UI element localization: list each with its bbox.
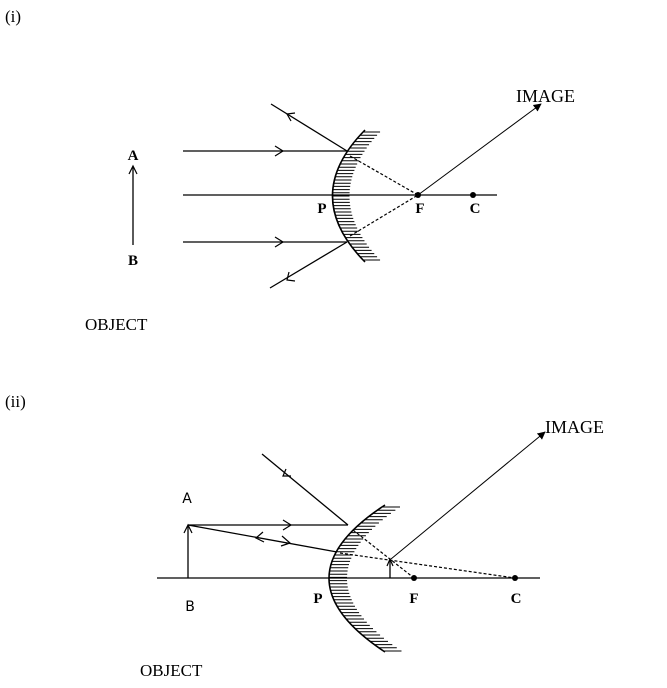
concave-mirror-hatching	[332, 131, 381, 261]
arrow-icon	[128, 164, 138, 175]
virtual-ray-bottom	[349, 194, 419, 237]
virtual-ray-to-centre	[339, 552, 516, 579]
virtual-ray-to-focus	[352, 529, 415, 579]
centre-point	[470, 192, 476, 198]
image-label: IMAGE	[516, 86, 575, 106]
arrow-icon	[282, 519, 293, 531]
object-label: OBJECT	[85, 315, 148, 334]
arrow-icon	[386, 557, 394, 567]
focus-point	[415, 192, 421, 198]
label-b: B	[128, 253, 138, 269]
arrow-icon	[274, 236, 285, 248]
incident-ray-towards-centre	[187, 524, 338, 553]
arrow-icon	[286, 271, 296, 282]
reflected-ray-bottom	[269, 241, 348, 289]
image-pointer-line	[390, 431, 546, 560]
part-label: (i)	[5, 7, 21, 26]
label-centre: C	[470, 201, 481, 217]
diagram-part-i: (i) A B P F C IMAGE OBJECT	[5, 7, 575, 334]
image-pointer-line	[417, 103, 542, 196]
reflected-ray-top	[270, 103, 348, 152]
label-focus: F	[409, 591, 418, 607]
label-centre: C	[511, 591, 522, 607]
image-label: IMAGE	[545, 417, 604, 437]
label-pole: P	[313, 591, 322, 607]
arrow-icon	[274, 145, 285, 157]
diagram-part-ii: (ii) A B P F C IMAGE OBJECT	[5, 392, 604, 680]
arrow-icon	[254, 531, 265, 543]
centre-point	[512, 575, 518, 581]
arrow-icon	[286, 112, 296, 122]
arrow-icon	[280, 535, 292, 547]
concave-mirror-hatching	[329, 506, 402, 652]
part-label: (ii)	[5, 392, 26, 411]
label-focus: F	[415, 201, 424, 217]
mirror-surface	[331, 129, 366, 263]
label-a: A	[128, 148, 139, 164]
focus-point	[411, 575, 417, 581]
label-b: B	[185, 599, 195, 615]
object-label: OBJECT	[140, 661, 203, 680]
virtual-ray-top	[349, 155, 419, 196]
label-a: A	[182, 491, 192, 507]
label-pole: P	[317, 201, 326, 217]
reflected-ray	[261, 453, 349, 526]
arrow-icon	[282, 468, 291, 477]
